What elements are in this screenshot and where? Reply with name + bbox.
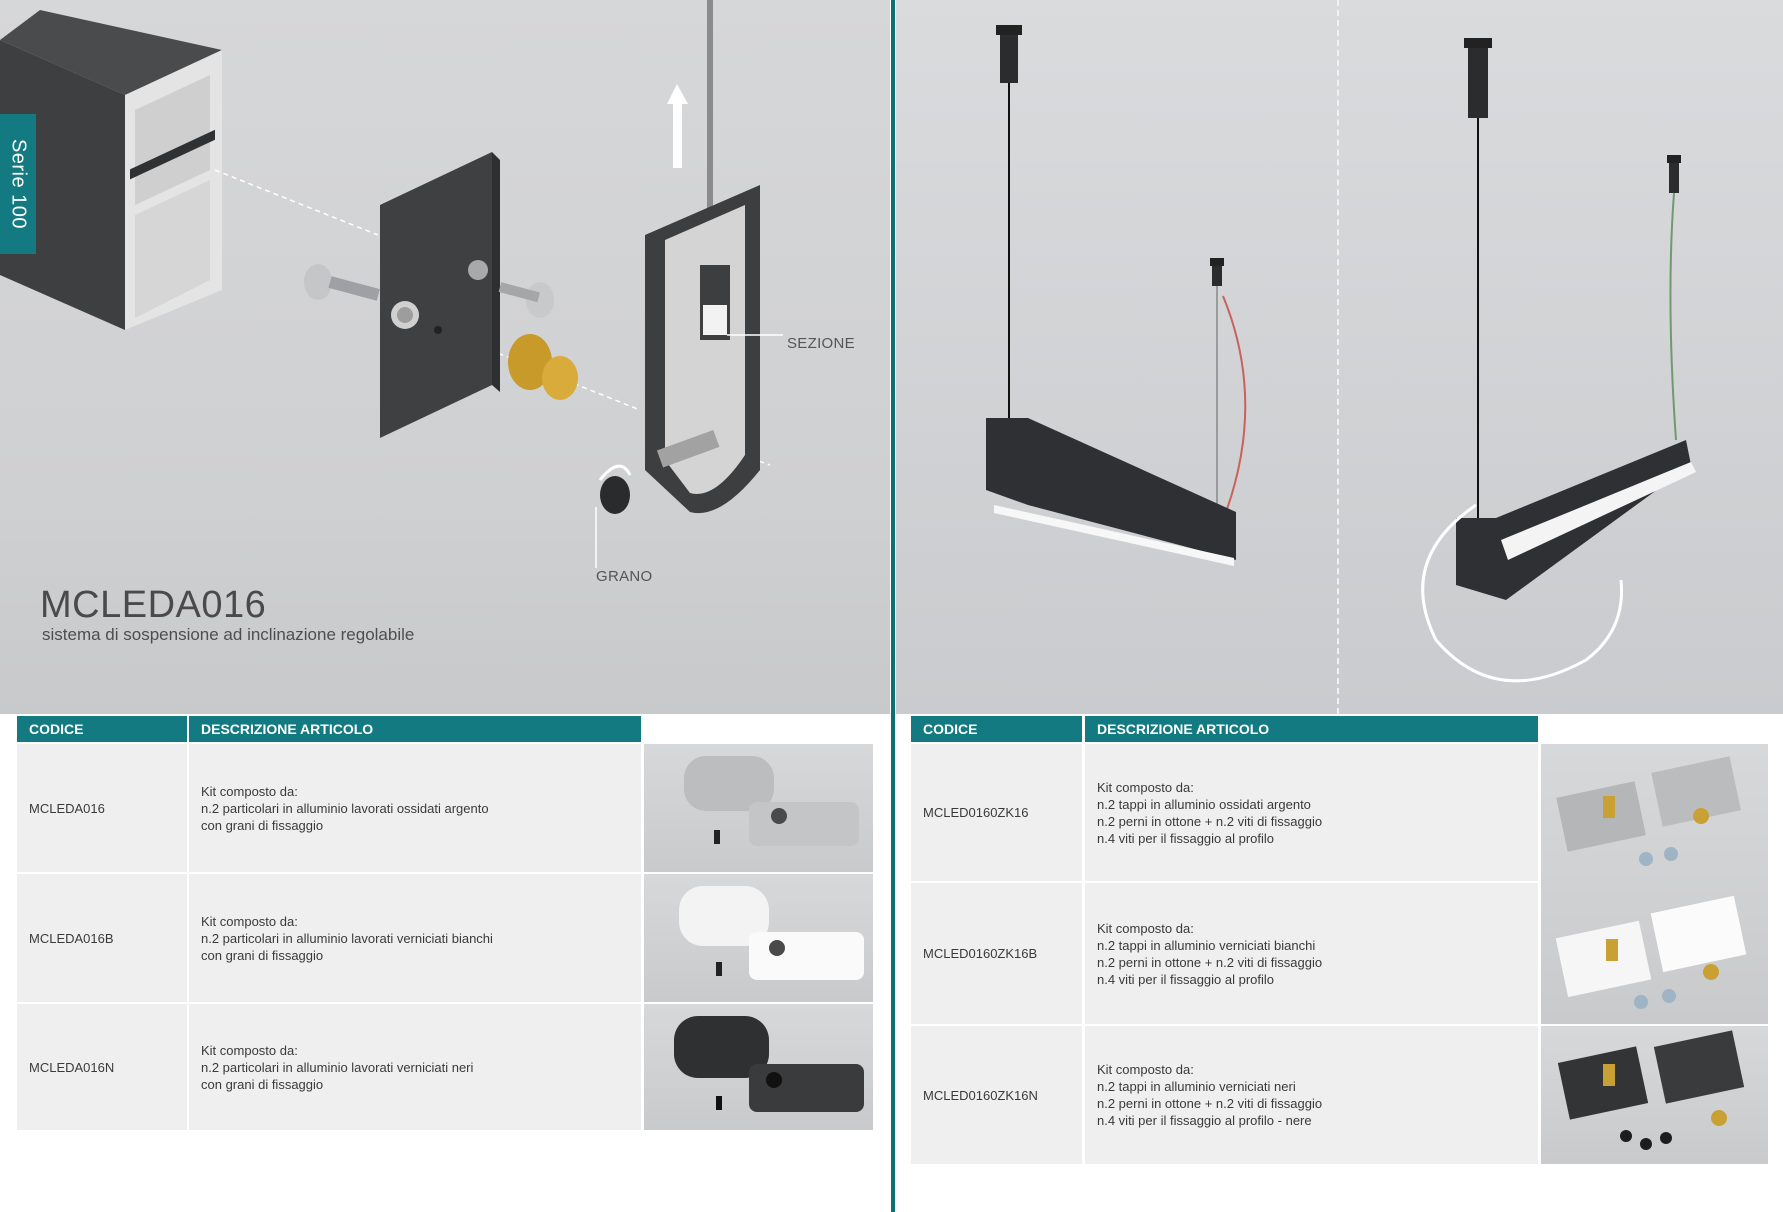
exploded-view-illustration (0, 0, 783, 568)
table-row-code: MCLEDA016N (17, 1004, 187, 1130)
dashed-divider (1337, 0, 1339, 714)
desc-line: n.2 tappi in alluminio verniciati neri (1097, 1079, 1296, 1094)
desc-line: n.2 perni in ottone + n.2 viti di fissag… (1097, 954, 1323, 970)
product-code: MCLEDA016 (40, 584, 267, 626)
desc-line: con grani di fissaggio (201, 817, 324, 833)
desc-line: n.4 viti per il fissaggio al profilo (1097, 830, 1275, 846)
desc-line: n.2 tappi in alluminio verniciati bianch… (1097, 937, 1316, 953)
product-photo-silver (644, 744, 873, 872)
table-row-code: MCLED0160ZK16B (911, 883, 1082, 1024)
table-row-desc: Kit composto da: n.2 particolari in allu… (189, 874, 641, 1002)
installed-view-illustration (986, 25, 1696, 683)
product-photo-illustration (684, 756, 859, 846)
desc-line: Kit composto da: (1097, 920, 1194, 936)
header-codice: CODICE (17, 716, 187, 742)
table-row-desc: Kit composto da: n.2 tappi in alluminio … (1085, 883, 1538, 1024)
desc-line: n.2 particolari in alluminio lavorati ve… (201, 1059, 474, 1075)
desc-line: con grani di fissaggio (201, 947, 324, 963)
desc-line: n.2 perni in ottone + n.2 viti di fissag… (1097, 1096, 1323, 1111)
installed-view-panel (896, 0, 1783, 714)
desc-line: n.2 tappi in alluminio ossidati argento (1097, 796, 1311, 812)
callout-grano: GRANO (596, 568, 653, 585)
right-product-table: CODICE DESCRIZIONE ARTICOLO MCLED0160ZK1… (911, 716, 1768, 1168)
callout-sezione: SEZIONE (787, 335, 855, 352)
table-row-desc: Kit composto da: n.2 tappi in alluminio … (1085, 744, 1538, 881)
header-descrizione: DESCRIZIONE ARTICOLO (189, 716, 641, 742)
desc-line: Kit composto da: (201, 783, 298, 799)
header-codice: CODICE (911, 716, 1082, 742)
exploded-view-panel: Serie 100 SEZIONE GRANO MCLEDA016 sistem… (0, 0, 890, 714)
product-photo-silver-white (1541, 744, 1768, 1024)
table-row-code: MCLEDA016B (17, 874, 187, 1002)
desc-line: n.2 particolari in alluminio lavorati ve… (201, 930, 493, 946)
series-tab-label: Serie 100 (7, 138, 30, 230)
table-row-code: MCLED0160ZK16N (911, 1026, 1082, 1164)
desc-line: Kit composto da: (1097, 1062, 1194, 1077)
product-photo-illustration (679, 886, 864, 980)
table-row-desc: Kit composto da: n.2 particolari in allu… (189, 1004, 641, 1130)
page-divider (891, 0, 895, 1212)
table-row-desc: Kit composto da: n.2 particolari in allu… (189, 744, 641, 872)
desc-line: n.2 perni in ottone + n.2 viti di fissag… (1097, 813, 1323, 829)
desc-line: n.4 viti per il fissaggio al profilo - n… (1097, 1113, 1312, 1128)
table-row-code: MCLED0160ZK16 (911, 744, 1082, 881)
desc-line: Kit composto da: (201, 1042, 298, 1058)
header-descrizione: DESCRIZIONE ARTICOLO (1085, 716, 1538, 742)
left-product-table: CODICE DESCRIZIONE ARTICOLO MCLEDA016 Ki… (17, 716, 873, 1136)
desc-line: Kit composto da: (1097, 779, 1194, 795)
product-photo-illustration (1557, 1030, 1745, 1150)
table-row-desc: Kit composto da: n.2 tappi in alluminio … (1085, 1026, 1538, 1164)
product-photo-white (644, 874, 873, 1002)
desc-line: n.4 viti per il fissaggio al profilo (1097, 971, 1275, 987)
product-photo-black-kit (1541, 1026, 1768, 1164)
series-tab: Serie 100 (0, 114, 36, 254)
product-photo-illustration (674, 1016, 864, 1112)
desc-line: Kit composto da: (201, 913, 298, 929)
table-row-code: MCLEDA016 (17, 744, 187, 872)
product-subtitle: sistema di sospensione ad inclinazione r… (42, 625, 415, 644)
product-photo-black (644, 1004, 873, 1130)
desc-line: con grani di fissaggio (201, 1076, 324, 1092)
desc-line: n.2 particolari in alluminio lavorati os… (201, 800, 489, 816)
product-photo-illustration (1555, 756, 1747, 1009)
